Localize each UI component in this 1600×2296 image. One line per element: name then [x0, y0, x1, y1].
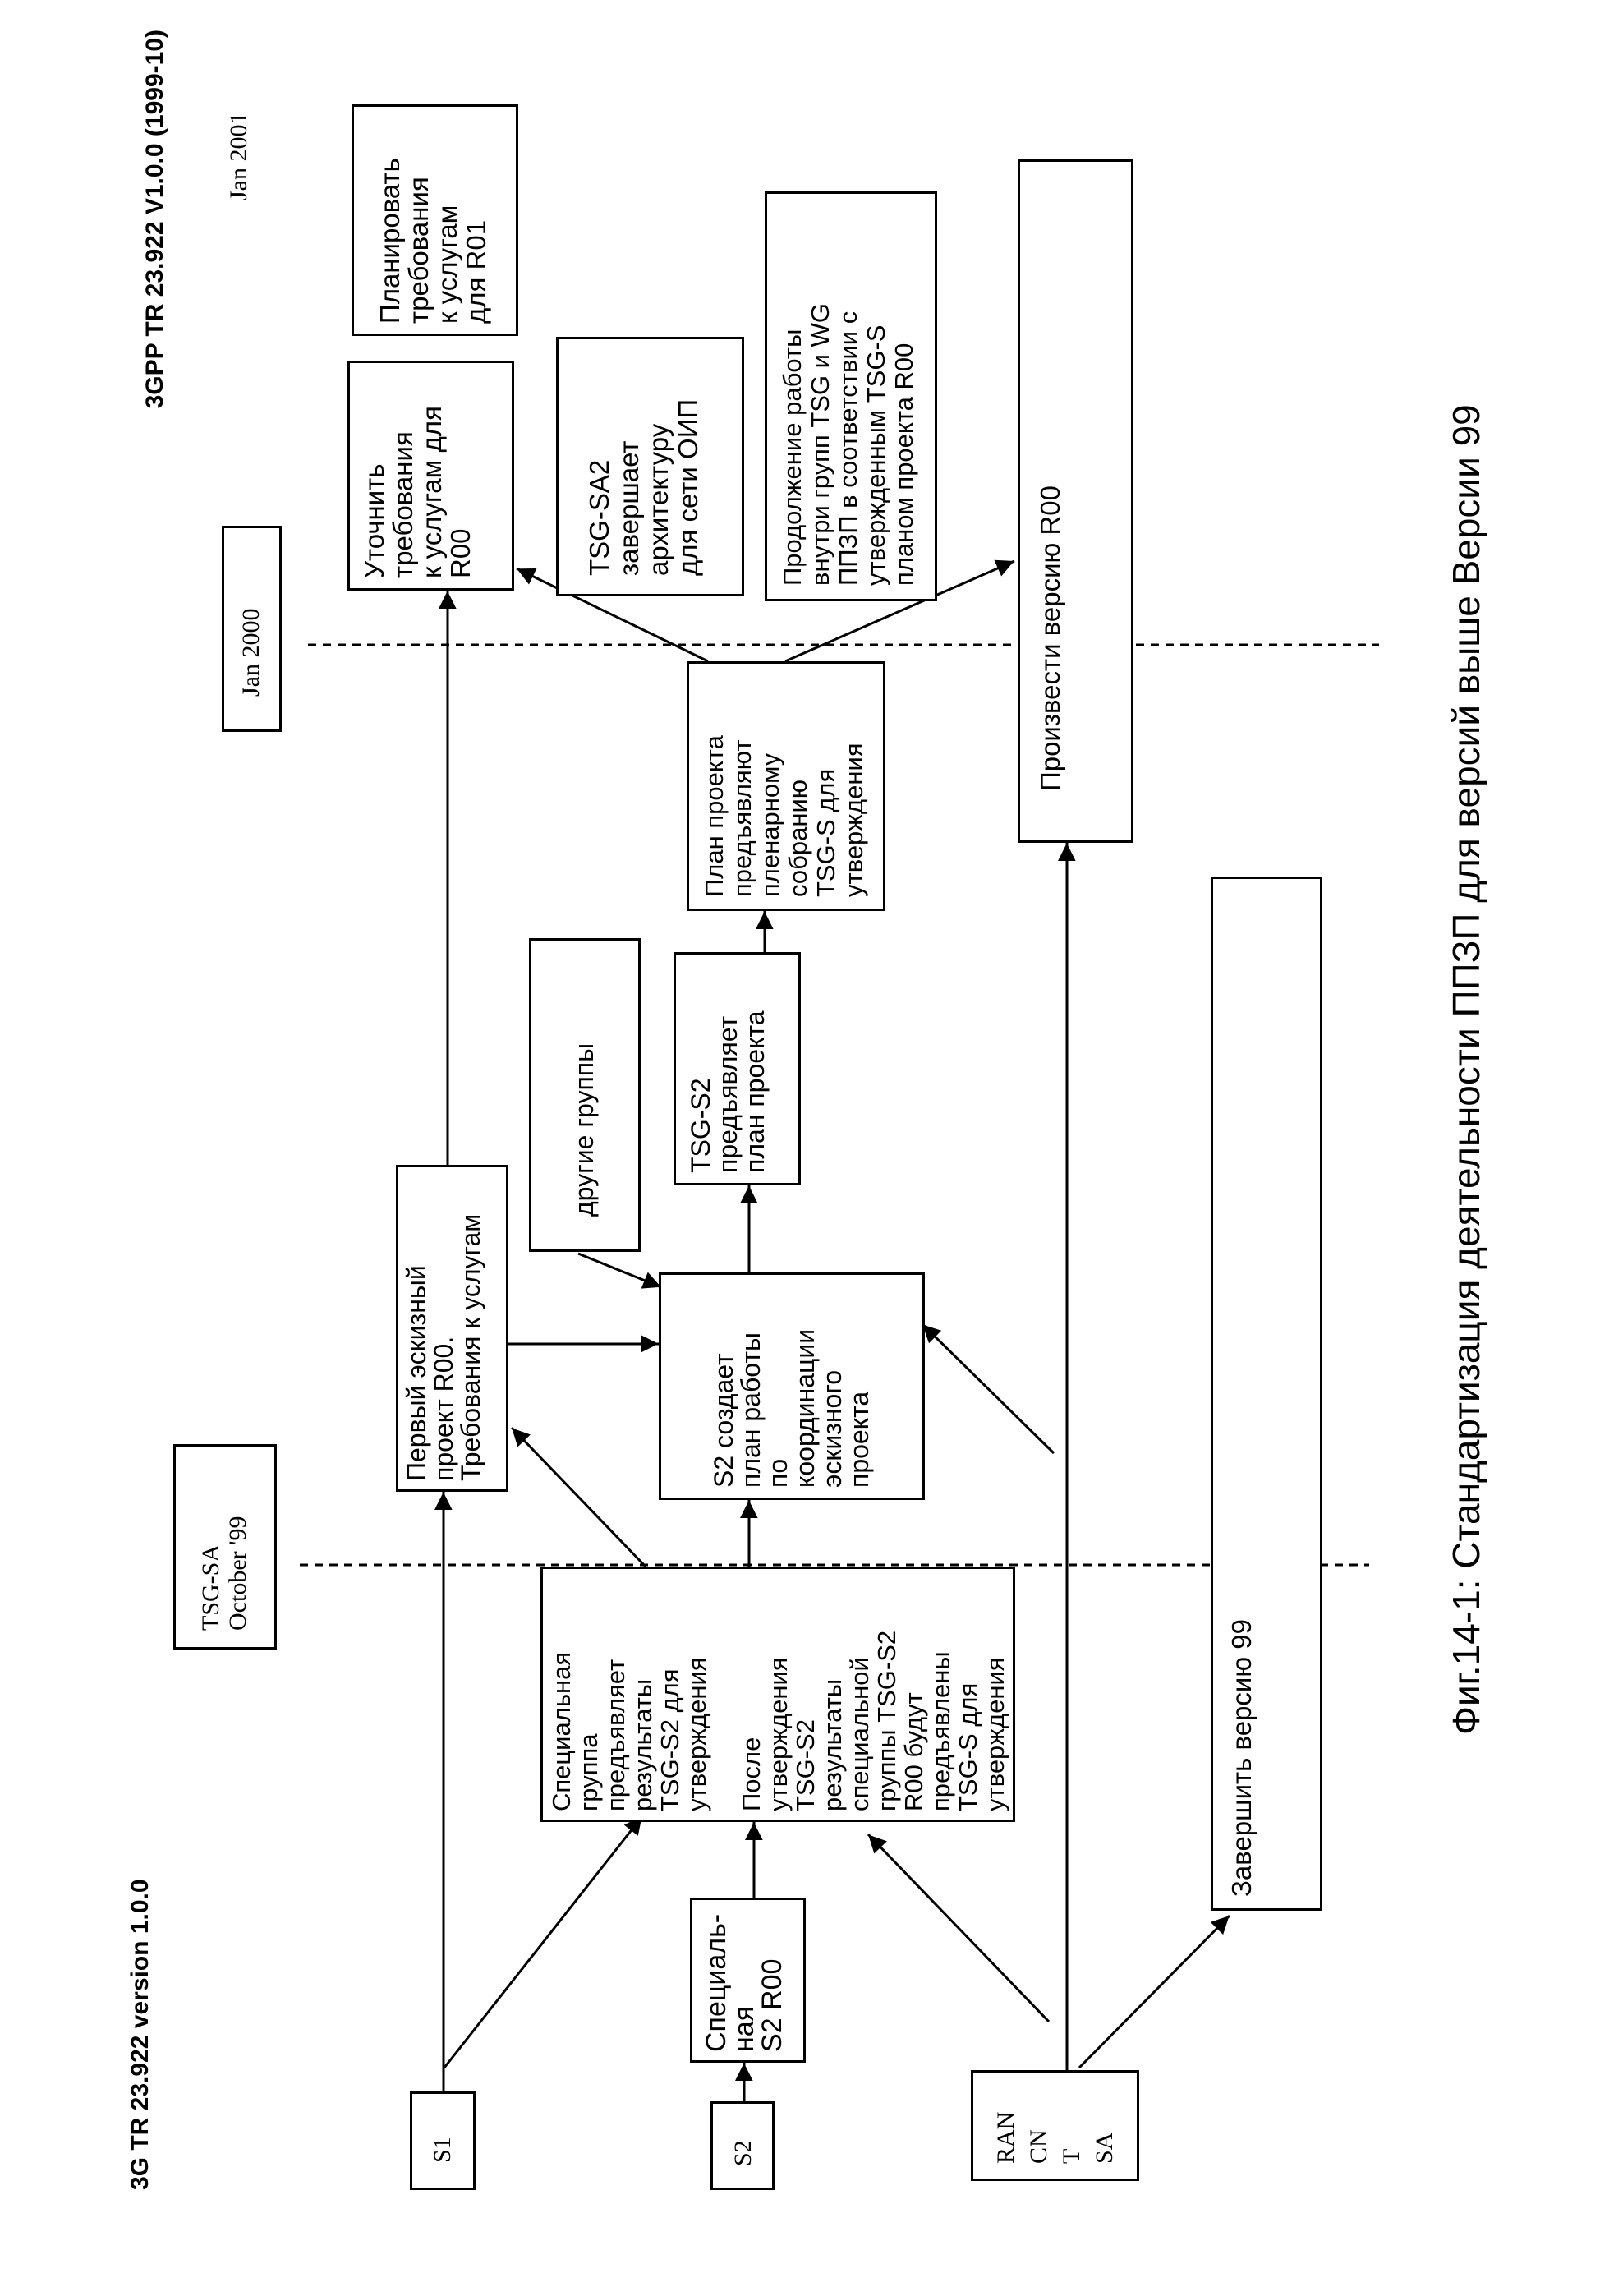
box-s2-plan: S2 создает план работы по координации эс…	[659, 1272, 925, 1500]
arrow	[922, 1324, 1054, 1453]
arrow	[444, 1816, 642, 2068]
figure-caption: Фиг.14-1: Стандартизация деятельности ПП…	[1444, 404, 1488, 1735]
arrow	[1079, 1916, 1230, 2068]
box-tsg-s2-presents: TSG-S2 предъявляет план проекта	[674, 952, 801, 1185]
box-plan-r01: Планировать требования к услугам для R01	[352, 104, 518, 336]
box-special-s2-r00: Специаль- ная S2 R00	[690, 1898, 806, 2063]
box-ran-cn-t-sa: RAN CN T SA	[971, 2070, 1139, 2181]
box-tsg-sa-oct99: TSG-SA October '99	[173, 1444, 277, 1650]
box-finish-99: Завершить версию 99	[1211, 877, 1322, 1911]
box-jan-2000: Jan 2000	[222, 526, 282, 732]
box-special-group: Специальная группа предъявляет результат…	[540, 1567, 1015, 1822]
box-first-draft: Первый эскизный проект R00. Требования к…	[396, 1165, 508, 1492]
box-s1: S1	[410, 2091, 476, 2190]
arrow	[512, 1428, 646, 1567]
box-s2: S2	[710, 2101, 775, 2190]
box-refine-r00: Уточнить требования к услугам для R00	[347, 361, 514, 591]
box-other-groups: другие группы	[529, 938, 641, 1252]
box-plan-presented: План проекта предъявляют пленарному собр…	[687, 661, 885, 911]
arrow	[578, 1254, 661, 1287]
arrow	[868, 1834, 1049, 2022]
box-produce-r00: Произвести версию R00	[1018, 159, 1133, 843]
box-continue-work: Продолжение работы внутри групп TSG и WG…	[765, 191, 937, 601]
box-tsg-sa2: TSG-SA2 завершает архитектуру для сети О…	[556, 337, 744, 596]
